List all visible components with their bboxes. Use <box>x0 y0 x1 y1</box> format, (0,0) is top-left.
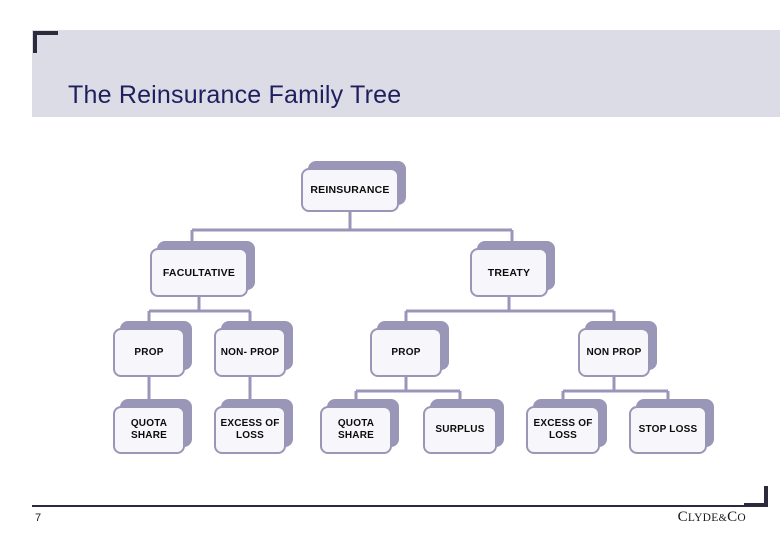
node-label: TREATY <box>487 266 531 279</box>
node-treaty-non-prop-stop-loss[interactable]: STOP LOSS <box>629 399 714 454</box>
node-face: NON- PROP <box>214 328 286 377</box>
node-label: QUOTA SHARE <box>337 418 375 441</box>
node-label: EXCESS OF LOSS <box>220 418 280 441</box>
node-label: NON- PROP <box>220 346 280 358</box>
page-title: The Reinsurance Family Tree <box>68 81 402 109</box>
page-number: 7 <box>35 512 42 524</box>
node-label: FACULTATIVE <box>162 266 236 279</box>
node-facultative[interactable]: FACULTATIVE <box>150 241 255 297</box>
node-face: PROP <box>370 328 442 377</box>
corner-bracket-bottom-right-icon <box>744 486 768 507</box>
node-face: EXCESS OF LOSS <box>214 406 286 454</box>
node-label: NON PROP <box>586 346 642 358</box>
node-face: QUOTA SHARE <box>320 406 392 454</box>
node-label: REINSURANCE <box>310 184 390 196</box>
node-face: NON PROP <box>578 328 650 377</box>
node-label: QUOTA SHARE <box>130 418 168 441</box>
node-label: PROP <box>134 346 164 358</box>
node-face: PROP <box>113 328 185 377</box>
node-face: QUOTA SHARE <box>113 406 185 454</box>
node-treaty-prop-surplus[interactable]: SURPLUS <box>423 399 504 454</box>
node-reinsurance[interactable]: REINSURANCE <box>301 161 406 212</box>
node-fac-prop-quota-share[interactable]: QUOTA SHARE <box>113 399 192 454</box>
logo-letter-o: O <box>737 512 746 524</box>
corner-bracket-top-left-icon <box>33 31 58 53</box>
node-treaty-prop-quota-share[interactable]: QUOTA SHARE <box>320 399 399 454</box>
node-label: PROP <box>391 346 421 358</box>
node-treaty[interactable]: TREATY <box>470 241 555 297</box>
node-facultative-prop[interactable]: PROP <box>113 321 192 377</box>
node-facultative-non-prop[interactable]: NON- PROP <box>214 321 293 377</box>
clyde-and-co-logo: CLYDE&CO <box>678 509 746 526</box>
logo-ampersand: & <box>718 513 728 524</box>
node-treaty-prop[interactable]: PROP <box>370 321 449 377</box>
logo-letter-c1: C <box>677 509 688 525</box>
header-band <box>32 30 780 117</box>
logo-letter-c2: C <box>727 509 738 525</box>
node-label: EXCESS OF LOSS <box>533 418 593 441</box>
node-face: FACULTATIVE <box>150 248 248 297</box>
node-face: SURPLUS <box>423 406 497 454</box>
node-fac-non-prop-excess-of-loss[interactable]: EXCESS OF LOSS <box>214 399 293 454</box>
node-face: REINSURANCE <box>301 168 399 212</box>
node-label: STOP LOSS <box>638 424 698 435</box>
footer-divider <box>32 505 748 507</box>
node-face: STOP LOSS <box>629 406 707 454</box>
node-face: TREATY <box>470 248 548 297</box>
node-treaty-non-prop-excess-of-loss[interactable]: EXCESS OF LOSS <box>526 399 607 454</box>
node-treaty-non-prop[interactable]: NON PROP <box>578 321 657 377</box>
logo-letters-lyde: LYDE <box>687 512 719 524</box>
node-face: EXCESS OF LOSS <box>526 406 600 454</box>
node-label: SURPLUS <box>435 424 485 435</box>
